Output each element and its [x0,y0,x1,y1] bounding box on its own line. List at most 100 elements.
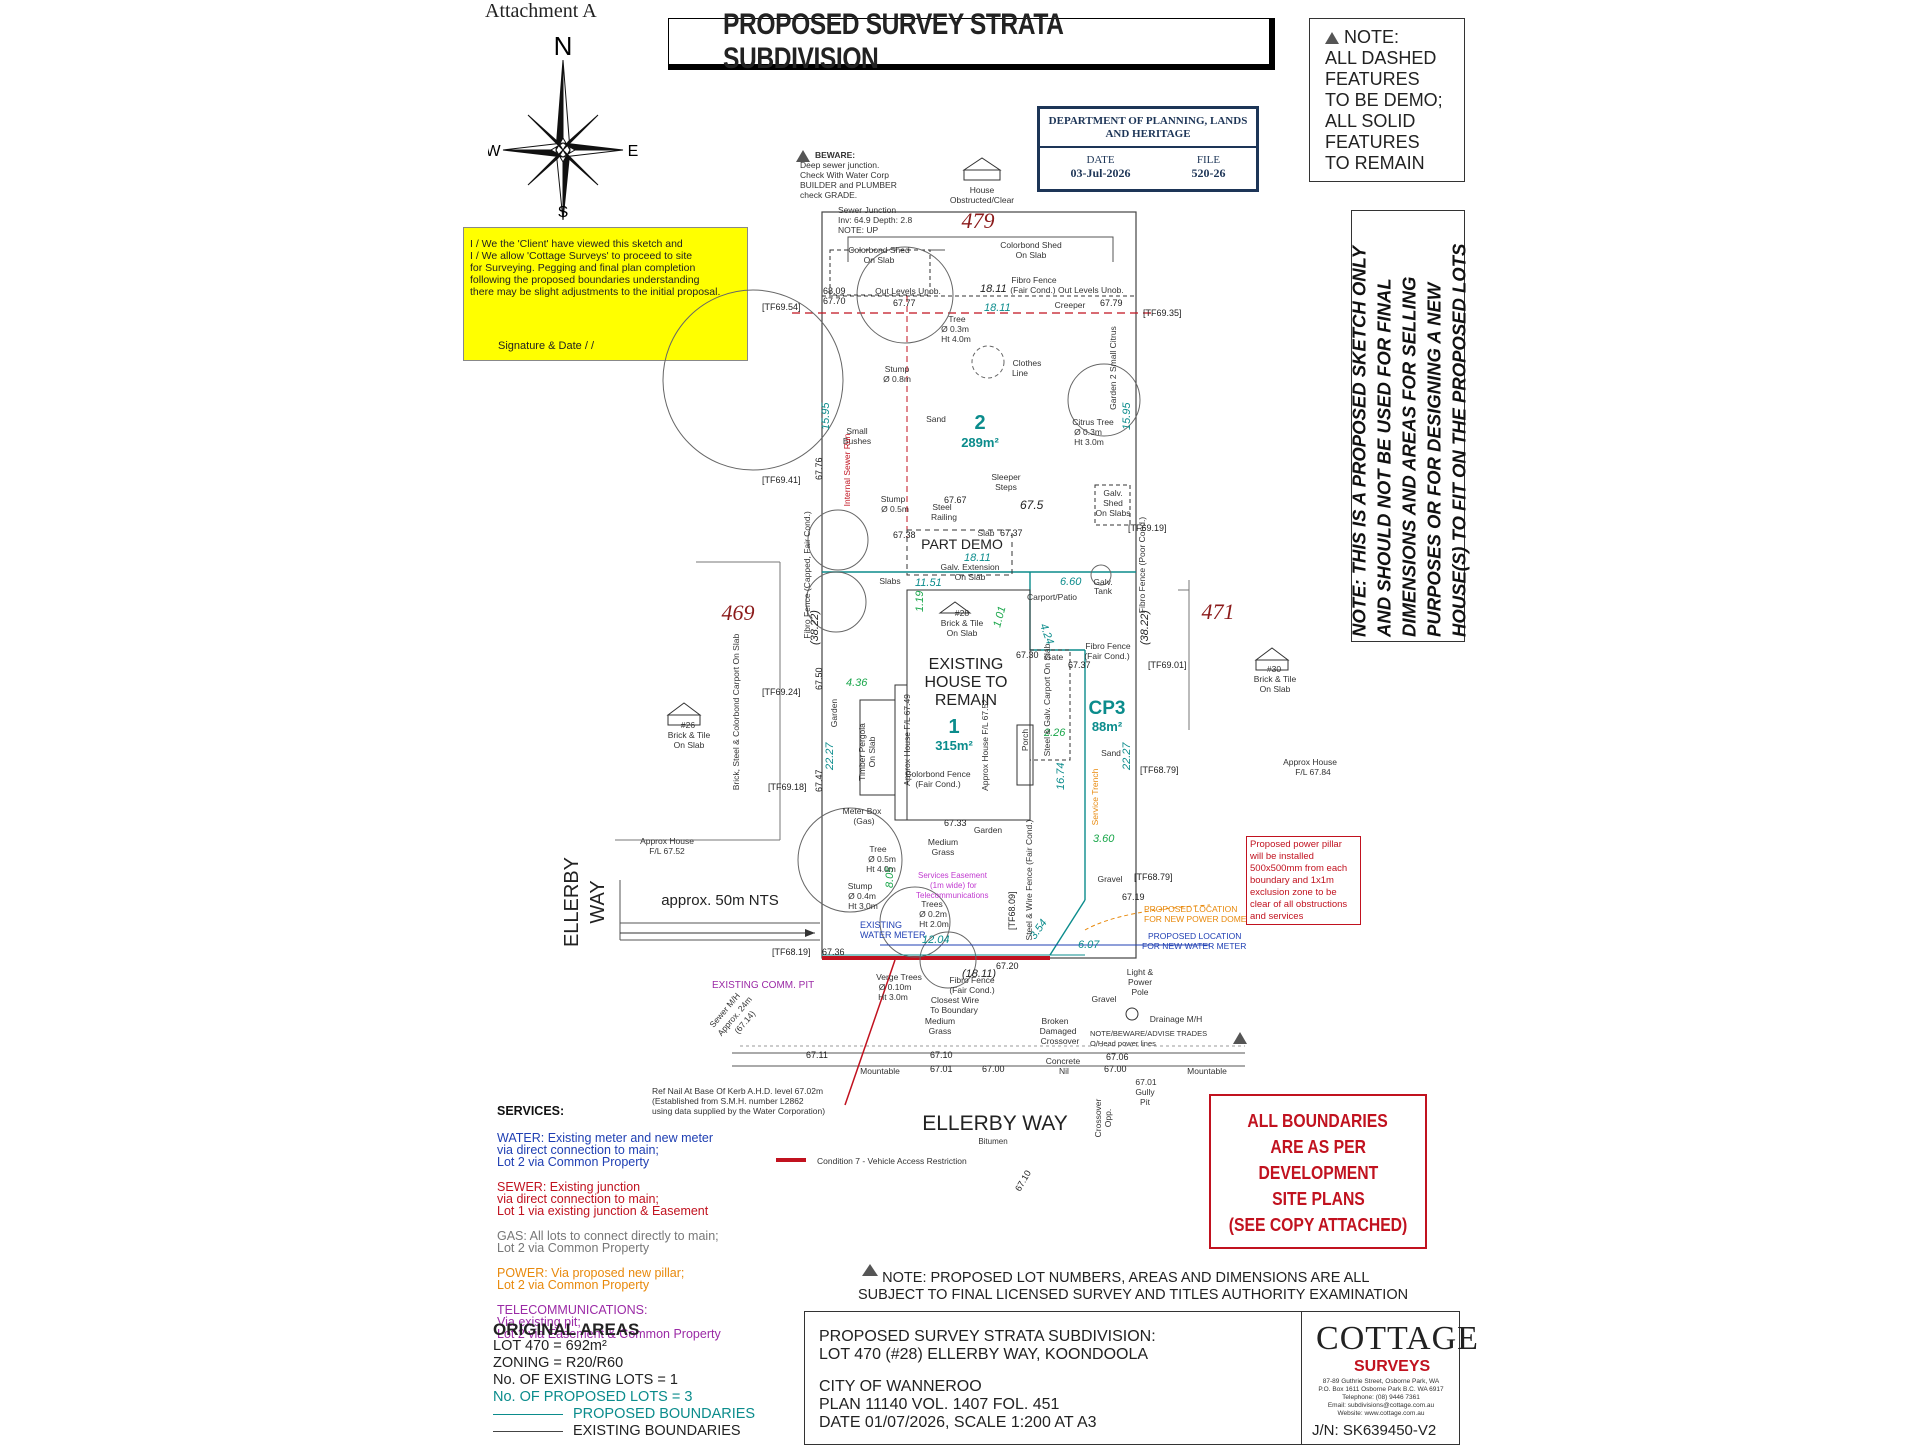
medium-grass-label: Grass [929,1026,952,1036]
legend-proposed-label: PROPOSED BOUNDARIES [573,1406,756,1422]
beware-line: check GRADE. [800,190,857,200]
signature-field[interactable]: Signature & Date / / [498,340,594,352]
proposed-water-label: PROPOSED LOCATION [1148,931,1241,941]
gully-pit-label: 67.01 [1135,1077,1157,1087]
stump-label: Ø 0.5m [881,504,909,514]
fibro-fence-label: Fibro Fence [949,975,995,985]
dim-6-60: 6.60 [1060,576,1082,588]
dim-16-74: 16.74 [1055,762,1067,790]
original-areas-heading: ORIGINAL AREAS [493,1320,640,1339]
slab-label: Slab [977,528,994,538]
steel-railing-label: Railing [931,512,957,522]
medium-grass-label: Grass [932,847,955,857]
tree-label: Ø 0.5m [868,854,896,864]
title-block-line: PLAN 11140 VOL. 1407 FOL. 451 [819,1396,1060,1413]
drainage-label: Drainage M/H [1150,1014,1202,1024]
client-consent-box[interactable]: I / We the 'Client' have viewed this ske… [463,227,748,361]
demo-note-line: TO BE DEMO; [1325,90,1443,110]
compass-w: W [488,143,501,160]
level: 67.36 [822,947,845,957]
department-name: DEPARTMENT OF PLANNING, LANDS [1048,115,1248,127]
demo-note-line: ALL DASHED [1325,48,1437,68]
steel-wire-fence-label: Steel & Wire Fence (Fair Cond.) [1024,819,1034,940]
tf-level: [TF69.19] [1128,523,1167,533]
light-power-label: Light & [1127,967,1154,977]
boundaries-note-line: SITE PLANS [1271,1188,1365,1209]
boundaries-note-line: (SEE COPY ATTACHED) [1228,1214,1408,1235]
colorbond-shed-label: Colorbond Shed [1000,240,1062,250]
level: 67.67 [944,495,967,505]
level: 67.50 [814,667,824,690]
dim-4-24: 4.24 [1037,622,1056,646]
title-block: PROPOSED SURVEY STRATA SUBDIVISION: LOT … [804,1311,1478,1445]
existing-house-label: HOUSE TO [925,674,1008,691]
level: 67.06 [1106,1052,1129,1062]
approx-house-fl-label: Approx House F/L 67.49 [902,694,912,786]
existing-comm-pit-label: EXISTING COMM. PIT [712,980,814,991]
clothes-line-label: Clothes [1013,358,1042,368]
services-gas: GAS: All lots to connect directly to mai… [497,1229,719,1255]
sand-label: Sand [926,414,946,424]
lot-1-number: 1 [948,716,959,738]
warning-icon [1325,32,1339,44]
fibro-fence-label: (Fair Cond.) [1084,651,1130,661]
demo-note-line: FEATURES [1325,69,1420,89]
galv-extension-label: On Slab [955,572,986,582]
verge-trees-label: Ø 0.10m [879,982,912,992]
original-areas: ORIGINAL AREAS LOT 470 = 692m² ZONING = … [493,1321,755,1440]
approx-house-label: Approx House [640,836,694,846]
level: 67.19 [1122,892,1145,902]
part-demo-label: PART DEMO [921,536,1003,552]
fibro-fence-label: Fibro Fence [1011,275,1057,285]
level: 68.09 [823,286,846,296]
boundaries-note-box: ALL BOUNDARIES ARE AS PER DEVELOPMENT SI… [1209,1094,1427,1249]
galv-tank-label: Galv. [1093,577,1112,587]
page-title-text: PROPOSED SURVEY STRATA SUBDIVISION [723,7,1063,75]
tf-level: [TF68.79] [1140,765,1179,775]
light-power-label: Pole [1131,987,1148,997]
service-trench-label: Service Trench [1090,768,1100,825]
power-pillar-note: Proposed power pillar will be installed … [1246,836,1361,925]
legend-proposed-line [493,1413,563,1415]
logo-surveys: SURVEYS [1354,1358,1431,1375]
existing-house-label: EXISTING [929,656,1004,673]
dim-1-01: 1.01 [991,605,1008,629]
level: 67.11 [806,1050,828,1060]
cp3-number: CP3 [1089,698,1126,719]
brick-tile-label: Brick & Tile [941,618,984,628]
consent-line: there may be slight adjustments to the i… [470,286,721,298]
services-easement-label: Services Easement [918,871,988,880]
tree-label: Ht 4.0m [866,864,896,874]
house-number-30: #30 [1267,664,1281,674]
concrete-label: Concrete [1046,1056,1081,1066]
level: 67.01 [930,1064,953,1074]
fibro-fence-label: Fibro Fence [1085,641,1131,651]
stump-label: Stump [848,881,873,891]
dim-mid: 18.11 [964,552,991,564]
clothes-line-label: Line [1012,368,1028,378]
stamp-date-label: DATE [1086,154,1115,166]
dim-38-22-left: (38.22) [809,610,821,645]
brick-tile-label: On Slab [1260,684,1291,694]
galv-extension-label: Galv. Extension [941,562,1000,572]
out-levels-label: Out Levels Unob. [875,286,941,296]
carport-label: Steel & Galv. Carport On Slab [1042,643,1052,756]
scale-approx-label: approx. 50m NTS [661,892,779,909]
level: 67.37 [1068,660,1091,670]
medium-grass-label: Medium [928,837,958,847]
job-number: J/N: SK639450-V2 [1312,1422,1437,1439]
sleeper-steps-label: Sleeper [991,472,1020,482]
verge-trees-label: Ht 3.0m [878,992,908,1002]
brick-tile-label: On Slab [674,740,705,750]
consent-line: following the proposed boundaries unders… [470,274,700,286]
ref-nail-label: using data supplied by the Water Corpora… [652,1106,825,1116]
bitumen-label: Bitumen [978,1137,1007,1146]
level: 67.30 [1016,650,1039,660]
zoning: ZONING = R20/R60 [493,1355,624,1371]
house-obstructed-label: Obstructed/Clear [950,195,1014,205]
street-name-vertical: ELLERBY [561,857,583,947]
dim-3-60: 3.60 [1093,833,1115,845]
gully-pit-label: Pit [1140,1097,1151,1107]
dim-bottom: (18.11) [962,968,996,980]
